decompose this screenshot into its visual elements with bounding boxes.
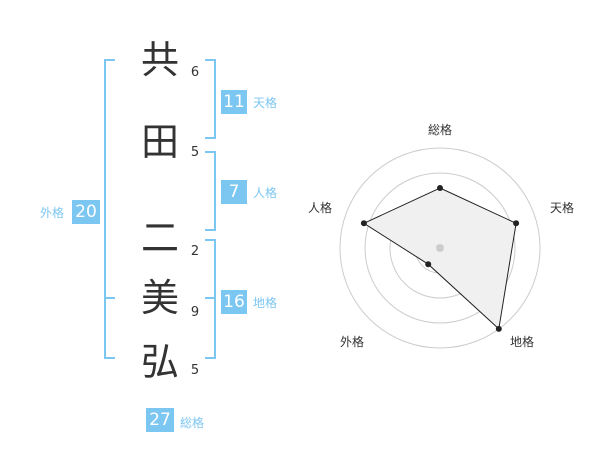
gaikaku-value-badge: 20 xyxy=(72,200,100,224)
tenkaku-value-badge: 11 xyxy=(221,90,247,114)
radar-point-5 xyxy=(360,220,367,227)
jinkaku-label: 人格 xyxy=(253,186,278,200)
chikaku-label: 地格 xyxy=(253,296,278,310)
radar-polygon xyxy=(362,187,517,330)
gaikaku-bracket xyxy=(104,59,115,359)
radar-axis-label-chikaku: 地格 xyxy=(510,335,535,349)
tenkaku-bracket xyxy=(205,59,216,139)
chikaku-value-badge: 16 xyxy=(221,290,247,314)
radar-ring-4 xyxy=(339,147,541,349)
radar-axis-label-gaikaku: 外格 xyxy=(340,335,365,349)
radar-axis-label-soukaku: 総格 xyxy=(428,123,453,137)
soukaku-value-badge: 27 xyxy=(146,408,174,432)
jinkaku-value-badge: 7 xyxy=(221,180,247,204)
name-char-2: 田 xyxy=(140,120,179,164)
name-char-5: 弘 xyxy=(140,340,179,384)
stroke-count-3: 2 xyxy=(190,244,200,259)
radar-point-2 xyxy=(513,220,520,227)
gaikaku-label: 外格 xyxy=(40,206,65,220)
radar-point-4 xyxy=(425,261,432,268)
radar-point-1 xyxy=(437,185,443,191)
soukaku-label: 総格 xyxy=(180,416,205,430)
bracket-lines xyxy=(104,59,216,359)
radar-chart xyxy=(339,147,541,349)
stroke-count-4: 9 xyxy=(190,305,200,320)
radar-axis-label-tenkaku: 天格 xyxy=(550,201,575,215)
name-char-3: 二 xyxy=(140,216,179,260)
radar-points xyxy=(360,185,520,332)
jinkaku-bracket xyxy=(205,151,216,231)
name-char-1: 共 xyxy=(140,38,179,82)
radar-center-dot xyxy=(436,244,444,252)
tenkaku-label: 天格 xyxy=(253,96,278,110)
stroke-count-2: 5 xyxy=(190,145,200,160)
name-char-4: 美 xyxy=(140,276,179,320)
stroke-count-1: 6 xyxy=(190,65,200,80)
radar-point-3 xyxy=(495,325,502,332)
radar-axis-label-jinkaku: 人格 xyxy=(308,201,333,215)
stroke-count-5: 5 xyxy=(190,363,200,378)
radar-ring-3 xyxy=(364,172,516,324)
